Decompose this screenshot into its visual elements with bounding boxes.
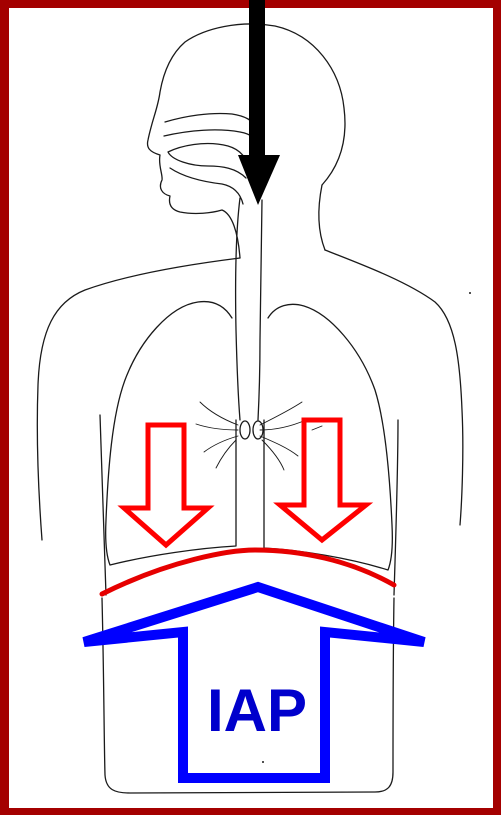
nasal-cavity	[165, 113, 258, 128]
trachea	[236, 198, 262, 420]
head-outline	[148, 24, 346, 258]
lower-jaw	[170, 168, 243, 204]
outlined-down-arrow-icon	[124, 425, 208, 545]
down-arrow-icon	[238, 155, 280, 205]
frame-bottom	[0, 808, 501, 815]
right-shoulder	[325, 250, 463, 525]
frame-right	[493, 0, 501, 815]
scan-dot	[469, 292, 471, 294]
airflow-arrow	[238, 0, 280, 205]
left-lung	[106, 302, 236, 565]
iap-label: IAP	[207, 677, 307, 744]
right-arm-inner	[394, 420, 398, 595]
right-lung	[264, 304, 392, 570]
frame-left	[0, 0, 9, 815]
scan-dot	[262, 761, 264, 763]
left-shoulder	[37, 258, 240, 540]
neck-back	[319, 185, 325, 250]
palate	[164, 130, 262, 148]
outlined-down-arrow-icon	[280, 420, 366, 540]
tongue	[168, 144, 250, 178]
airflow-arrow-shaft	[249, 0, 265, 160]
left-bronchus	[196, 402, 238, 468]
left-bronchus-ring	[240, 421, 250, 439]
right-bronchus-mark	[312, 426, 322, 430]
right-bronchus	[260, 402, 306, 470]
left-arm-inner	[100, 415, 106, 595]
trachea-right-wall	[258, 200, 262, 420]
